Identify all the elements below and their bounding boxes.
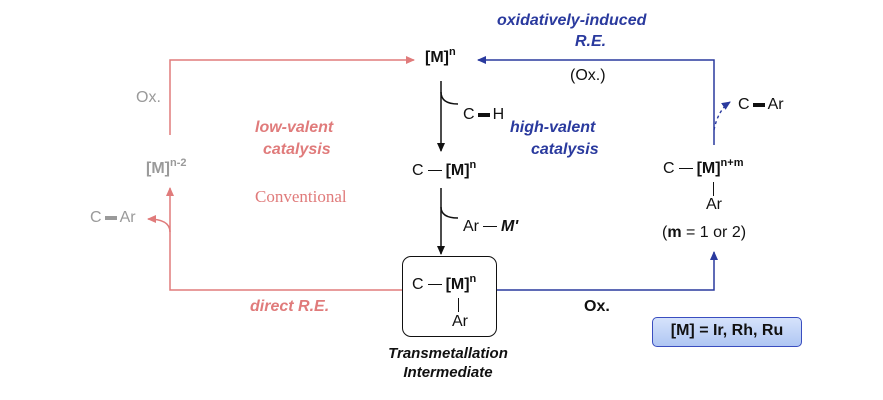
low-metal-node: [M]n-2 [146, 157, 187, 177]
intermediate-caption-line2: Intermediate [403, 364, 493, 381]
ox-arrow-left [169, 56, 415, 135]
m-value-note: (m = 1 or 2) [662, 224, 747, 241]
ox-induced-re-arrow [477, 56, 715, 145]
bond-mark [427, 170, 442, 172]
high-valent-label-line1: high-valent [510, 119, 596, 136]
bond-mark [477, 112, 490, 117]
intermediate-ar: Ar [452, 313, 468, 330]
top-metal-node: [M]n [425, 46, 456, 66]
high-valent-ar: Ar [706, 196, 722, 213]
ox-paren-label: (Ox.) [570, 67, 606, 84]
high-valent-vertical-bond [713, 182, 715, 196]
intermediate-vertical-bond [458, 298, 460, 312]
arm-feed-curve [440, 206, 459, 219]
product-branch-left [147, 215, 171, 233]
low-valent-label-line1: low-valent [255, 119, 334, 136]
metal-legend-box [652, 317, 802, 347]
ox-label-left: Ox. [136, 89, 161, 106]
high-valent-label-line2: catalysis [531, 141, 599, 158]
conventional-label: Conventional [255, 187, 347, 206]
high-valent-cm: C[M]n+m [663, 157, 744, 177]
ox-arrow-bottom [497, 251, 718, 291]
intermediate-box [402, 256, 497, 337]
low-valent-label-line2: catalysis [263, 141, 331, 158]
cm-node: C[M]n [412, 159, 477, 179]
direct-re-arrow [166, 187, 402, 291]
bond-mark [483, 226, 497, 228]
bond-mark [427, 284, 442, 286]
intermediate-caption-line1: Transmetallation [388, 345, 508, 362]
ch-feed-curve [440, 91, 459, 105]
product-branch-right [713, 101, 731, 131]
ox-label-bottom: Ox. [584, 298, 610, 315]
ox-induced-label-line2: R.E. [575, 33, 607, 50]
direct-re-label: direct R.E. [250, 298, 330, 315]
intermediate-cm: C[M]n [412, 273, 477, 293]
bond-mark [104, 215, 117, 220]
bond-mark [752, 102, 765, 107]
metal-legend-text: [M] = Ir, Rh, Ru [670, 322, 784, 339]
bond-mark [678, 168, 693, 170]
ox-induced-label-line1: oxidatively-induced [497, 12, 647, 29]
